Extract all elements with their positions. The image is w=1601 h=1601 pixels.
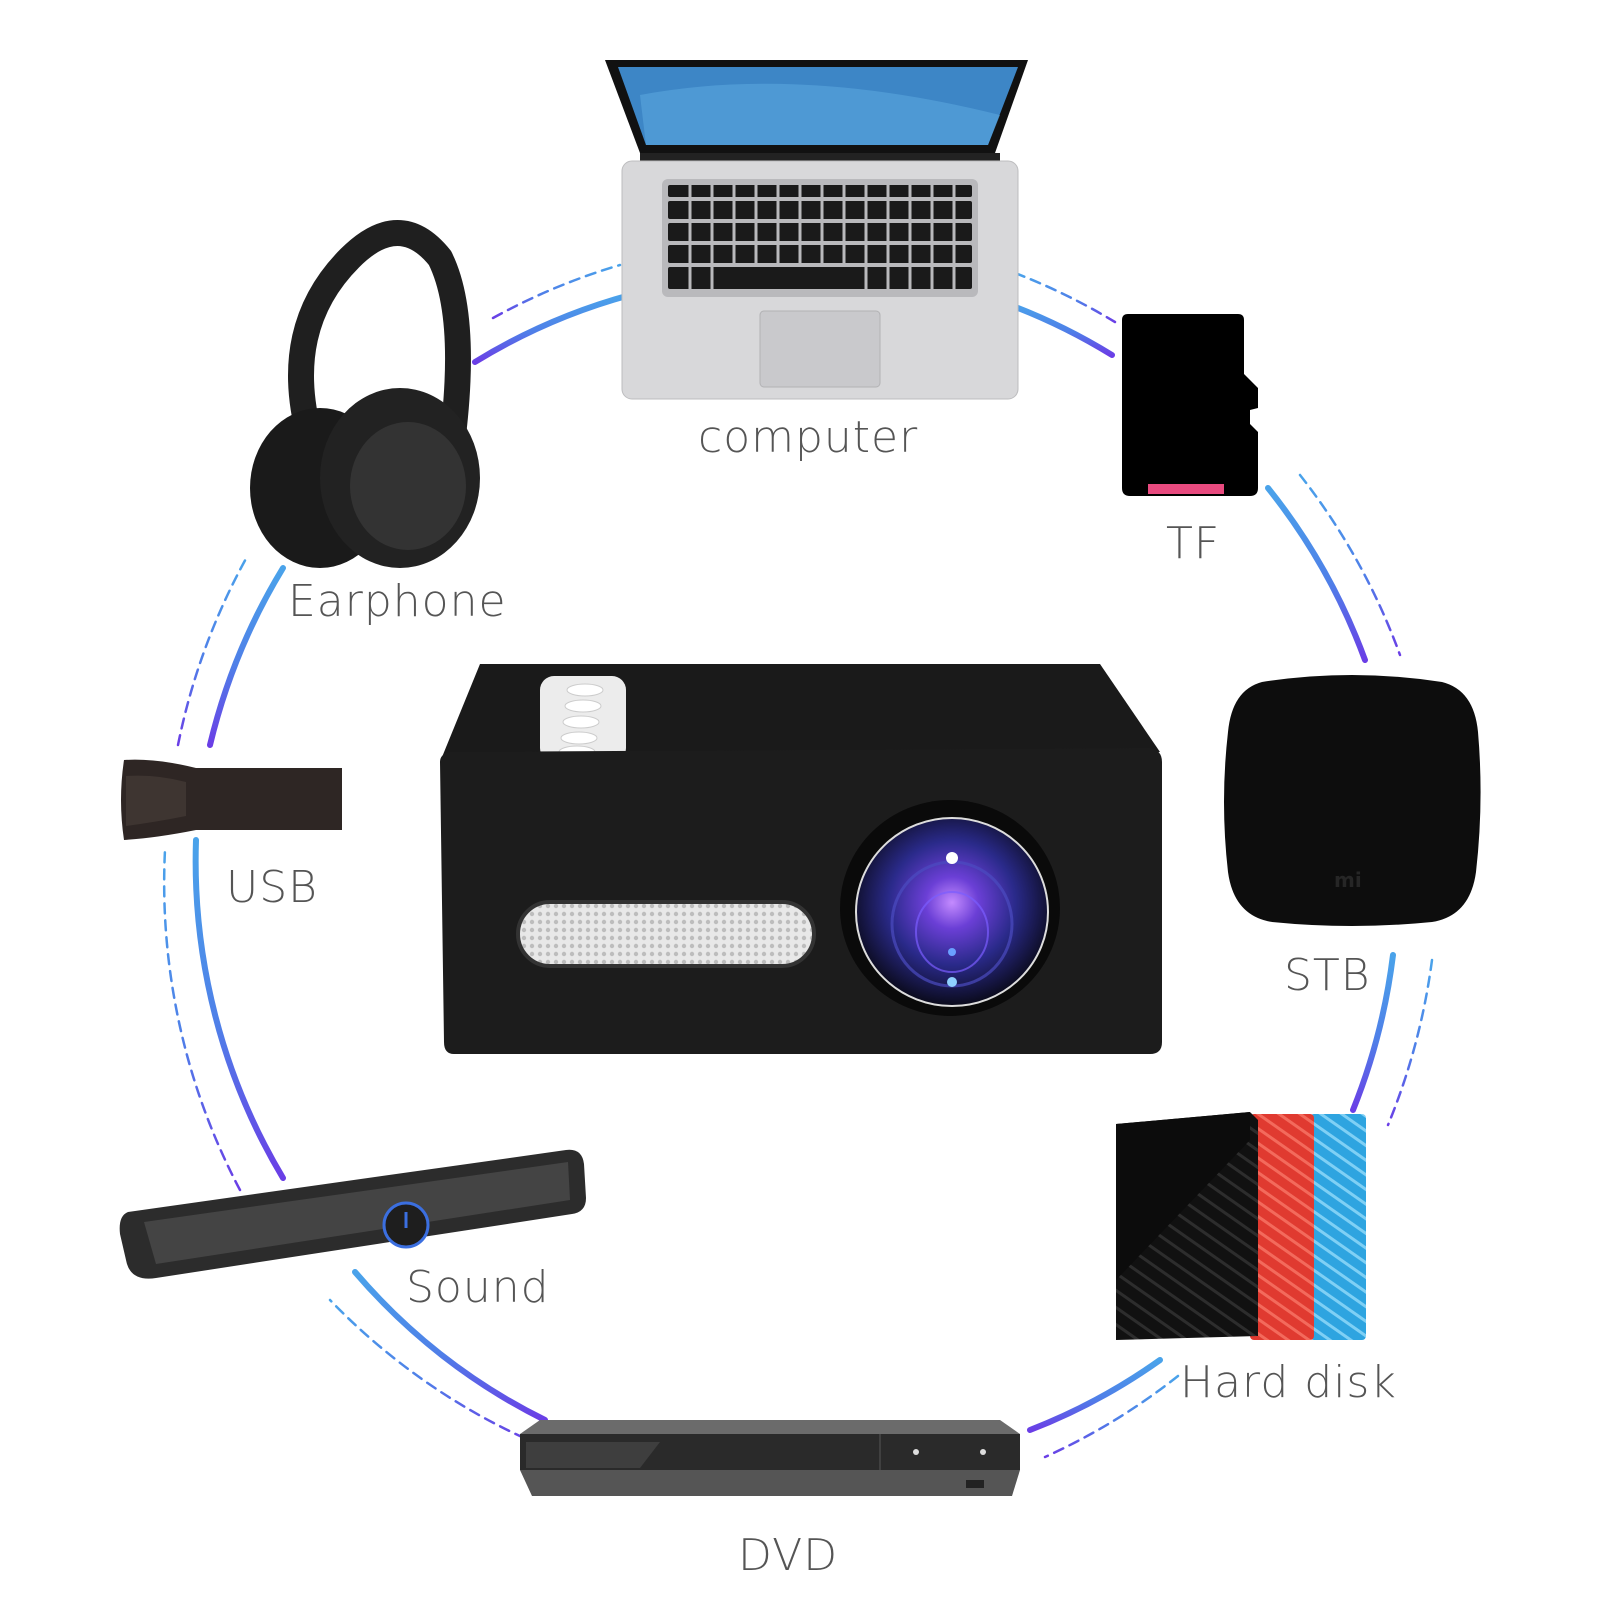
label-dvd: DVD [738, 1530, 839, 1581]
soundbar-icon [119, 1149, 587, 1279]
hard-disk-icon [1116, 1112, 1366, 1340]
label-earphone: Earphone [288, 576, 507, 627]
node-dvd [520, 1412, 1020, 1512]
node-usb [116, 756, 346, 846]
laptop-icon [605, 60, 1028, 400]
center-projector [440, 662, 1170, 1062]
projector-icon [440, 664, 1162, 1054]
label-computer: computer [698, 412, 919, 463]
node-stb: mi [1222, 672, 1482, 932]
set-top-box-icon [1224, 675, 1481, 926]
node-hard-disk [1110, 1100, 1380, 1350]
label-sound: Sound [406, 1262, 550, 1313]
node-sound [116, 1142, 596, 1282]
dvd-player-icon [520, 1420, 1020, 1496]
node-tf [1120, 312, 1260, 502]
stb-brand-mark: mi [1334, 868, 1362, 892]
label-tf: TF [1166, 518, 1221, 569]
node-earphone [240, 218, 480, 578]
node-computer [600, 55, 1040, 405]
headphones-icon [250, 220, 480, 568]
tf-card-icon [1122, 314, 1258, 496]
label-usb: USB [226, 862, 318, 913]
label-stb: STB [1284, 950, 1371, 1001]
usb-drive-icon [121, 759, 342, 840]
label-hard-disk: Hard disk [1180, 1357, 1397, 1408]
